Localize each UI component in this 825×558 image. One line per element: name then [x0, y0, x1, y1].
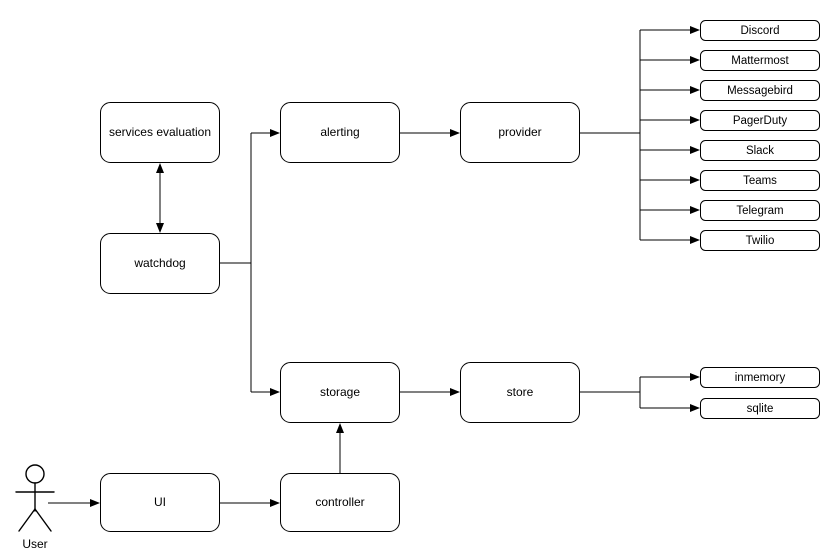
node-twilio[interactable]: Twilio — [700, 230, 820, 251]
actor-user[interactable]: User — [15, 464, 55, 551]
node-discord-box[interactable] — [700, 20, 820, 41]
edge-user-ui — [48, 499, 100, 507]
provider-targets-layer: Discord Mattermost Messagebird PagerDuty… — [700, 20, 820, 251]
node-store[interactable]: store — [460, 362, 580, 423]
node-mattermost-box[interactable] — [700, 50, 820, 71]
fanout-branch-twilio — [640, 236, 700, 244]
node-inmemory-box[interactable] — [700, 367, 820, 388]
actor-head-icon — [25, 464, 45, 484]
edge-store-fanout — [580, 373, 700, 412]
node-telegram[interactable]: Telegram — [700, 200, 820, 221]
node-ui[interactable]: UI — [100, 473, 220, 532]
node-watchdog[interactable]: watchdog — [100, 233, 220, 294]
edge-ui-controller — [220, 499, 280, 507]
node-messagebird-box[interactable] — [700, 80, 820, 101]
node-alerting[interactable]: alerting — [280, 102, 400, 163]
node-inmemory[interactable]: inmemory — [700, 367, 820, 388]
node-watchdog-box[interactable] — [100, 233, 220, 294]
node-slack[interactable]: Slack — [700, 140, 820, 161]
fanout-branch-sqlite — [640, 404, 700, 412]
fanout-branch-slack — [640, 146, 700, 154]
node-ui-box[interactable] — [100, 473, 220, 532]
node-twilio-box[interactable] — [700, 230, 820, 251]
node-controller-box[interactable] — [280, 473, 400, 532]
node-pagerduty[interactable]: PagerDuty — [700, 110, 820, 131]
node-slack-box[interactable] — [700, 140, 820, 161]
node-storage[interactable]: storage — [280, 362, 400, 423]
node-discord[interactable]: Discord — [700, 20, 820, 41]
edges-layer — [48, 26, 700, 507]
edge-alerting-provider — [400, 129, 460, 137]
fanout-branch-teams — [640, 176, 700, 184]
fanout-branch-mattermost — [640, 56, 700, 64]
edge-provider-fanout — [580, 26, 700, 244]
fanout-branch-pagerduty — [640, 116, 700, 124]
fanout-branch-messagebird — [640, 86, 700, 94]
actor-leg-right-icon — [34, 508, 52, 532]
node-storage-box[interactable] — [280, 362, 400, 423]
node-store-box[interactable] — [460, 362, 580, 423]
fanout-branch-discord — [640, 26, 700, 34]
node-messagebird[interactable]: Messagebird — [700, 80, 820, 101]
edge-watchdog-alerting — [251, 129, 280, 137]
node-sqlite-box[interactable] — [700, 398, 820, 419]
fanout-branch-telegram — [640, 206, 700, 214]
fanout-branch-inmemory — [640, 373, 700, 381]
node-services-evaluation-box[interactable] — [100, 102, 220, 163]
node-controller[interactable]: controller — [280, 473, 400, 532]
node-teams-box[interactable] — [700, 170, 820, 191]
node-teams[interactable]: Teams — [700, 170, 820, 191]
edge-watchdog-services-evaluation — [156, 163, 164, 233]
actor-leg-left-icon — [18, 508, 36, 532]
node-mattermost[interactable]: Mattermost — [700, 50, 820, 71]
node-telegram-box[interactable] — [700, 200, 820, 221]
node-pagerduty-box[interactable] — [700, 110, 820, 131]
store-targets-layer: inmemory sqlite — [700, 367, 820, 419]
edge-watchdog-bus — [220, 133, 252, 392]
node-services-evaluation[interactable]: services evaluation — [100, 102, 220, 163]
edge-storage-store — [400, 388, 460, 396]
node-alerting-box[interactable] — [280, 102, 400, 163]
edge-controller-storage — [336, 423, 344, 473]
node-provider-box[interactable] — [460, 102, 580, 163]
node-sqlite[interactable]: sqlite — [700, 398, 820, 419]
edge-watchdog-storage — [251, 388, 280, 396]
node-provider[interactable]: provider — [460, 102, 580, 163]
actor-user-label: User — [22, 537, 47, 551]
